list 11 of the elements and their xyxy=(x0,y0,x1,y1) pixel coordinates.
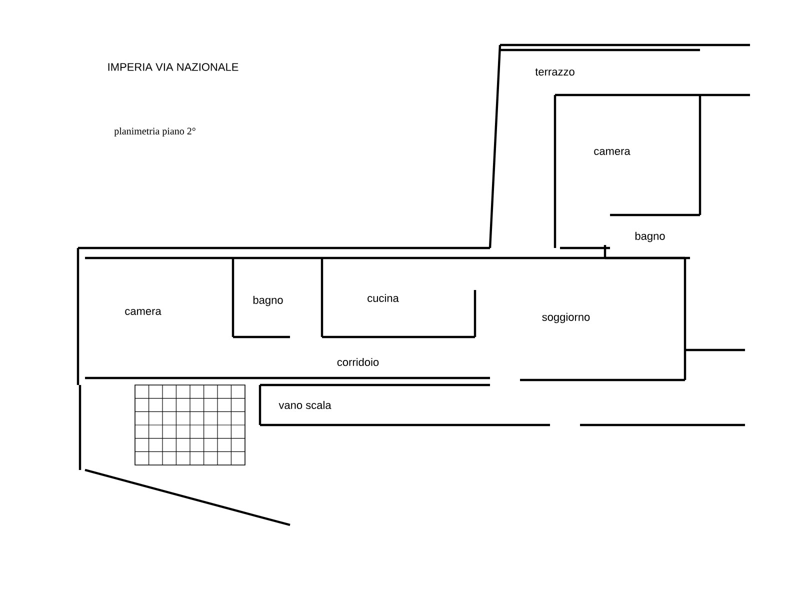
room-label: corridoio xyxy=(337,358,379,366)
room-label: vano scala xyxy=(278,400,332,410)
title: IMPERIA VIA NAZIONALE xyxy=(108,63,238,71)
room-label: bagno xyxy=(635,232,665,242)
room-label: camera xyxy=(594,149,630,155)
room-label: camera xyxy=(125,309,162,315)
room-label: bagno xyxy=(253,296,283,306)
room-label: terrazzo xyxy=(535,68,574,76)
subtitle: planimetria piano 2° xyxy=(114,127,196,137)
room-label: cucina xyxy=(368,294,399,302)
room-label: soggiorno xyxy=(542,312,590,324)
